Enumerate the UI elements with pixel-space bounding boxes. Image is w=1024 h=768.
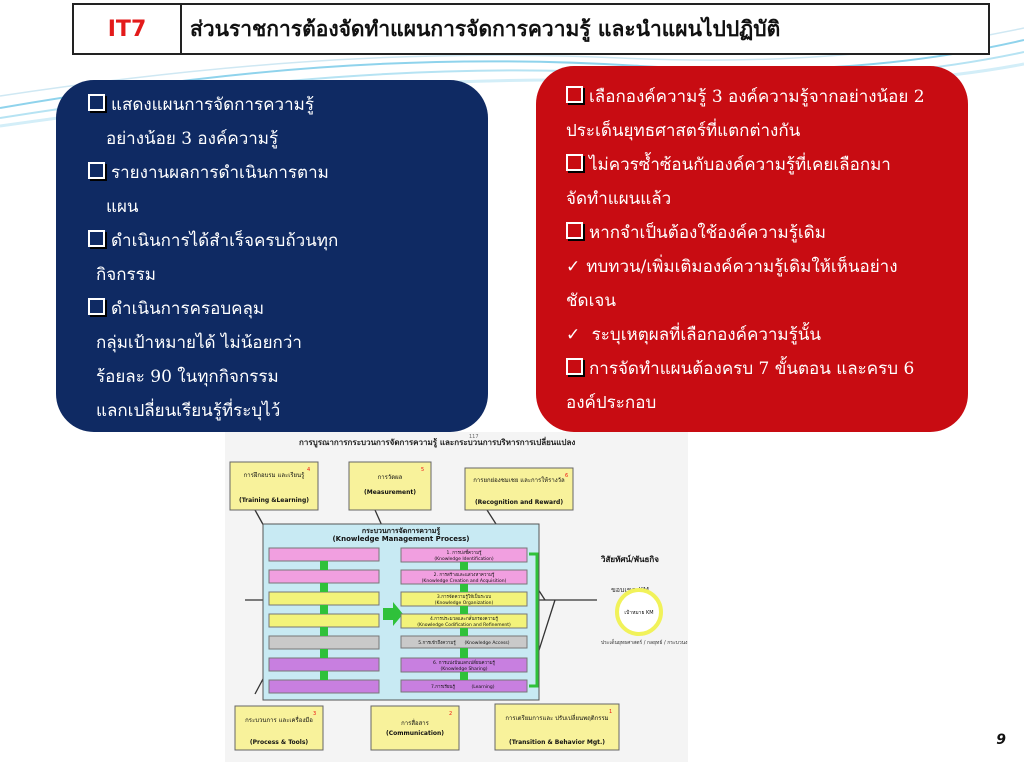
svg-text:5.การเข้าถึงความรู้: 5.การเข้าถึงความรู้ xyxy=(418,640,456,646)
svg-text:6. การแบ่งปันแลกเปลี่ยนความรู้: 6. การแบ่งปันแลกเปลี่ยนความรู้ xyxy=(433,659,496,666)
svg-text:เป้าหมาย KM: เป้าหมาย KM xyxy=(624,609,653,616)
svg-text:7.การเรียนรู้: 7.การเรียนรู้ xyxy=(431,684,456,690)
checkbox-icon xyxy=(88,162,105,179)
checkbox-icon xyxy=(566,86,583,103)
guideline-item: การจัดทำแผนต้องครบ 7 ขั้นตอน และครบ 6 อง… xyxy=(566,358,915,413)
checkbox-icon xyxy=(88,298,105,315)
guideline-item: ไม่ควรซ้ำซ้อนกับองค์ความรู้ที่เคยเลือกมา… xyxy=(566,154,891,209)
svg-text:(Knowledge Creation and Acquis: (Knowledge Creation and Acquisition) xyxy=(422,578,507,584)
svg-text:(Knowledge Organization): (Knowledge Organization) xyxy=(435,600,494,606)
diagram-title: การบูรณาการกระบวนการจัดการความรู้ และกระ… xyxy=(299,436,575,448)
vision-panel: วิสัยทัศน์/พันธกิจ ขอบเขต KM เป้าหมาย KM… xyxy=(600,554,688,646)
top-box-measurement: 5 การวัดผล (Measurement) xyxy=(348,461,432,511)
svg-text:กระบวนการ และเครื่องมือ: กระบวนการ และเครื่องมือ xyxy=(245,716,313,724)
svg-text:(Knowledge Management Process): (Knowledge Management Process) xyxy=(332,535,469,543)
indicator-code: IT7 xyxy=(74,5,182,53)
criteria-panel: แสดงแผนการจัดการความรู้ อย่างน้อย 3 องค์… xyxy=(56,80,488,432)
guideline-item: หากจำเป็นต้องใช้องค์ความรู้เดิม xyxy=(566,216,948,250)
svg-text:(Communication): (Communication) xyxy=(386,730,444,737)
checkbox-icon xyxy=(566,358,583,375)
diagram-page-tag: 117 xyxy=(469,434,479,440)
svg-text:การเตรียมการและ ปรับเปลี่ยนพฤต: การเตรียมการและ ปรับเปลี่ยนพฤติกรรม xyxy=(505,714,608,722)
svg-text:(Recognition and Reward): (Recognition and Reward) xyxy=(475,499,563,506)
criteria-item: รายงานผลการดำเนินการตาม แผน xyxy=(88,156,462,224)
checkbox-icon xyxy=(88,230,105,247)
checkbox-icon xyxy=(566,222,583,239)
svg-text:ประเด็นยุทธศาสตร์ / กลยุทธ์ /: ประเด็นยุทธศาสตร์ / กลยุทธ์ / กระบวนงาน xyxy=(601,638,688,646)
title-bar: IT7 ส่วนราชการต้องจัดทำแผนการจัดการความร… xyxy=(72,3,990,55)
guideline-panel: เลือกองค์ความรู้ 3 องค์ความรู้จากอย่างน้… xyxy=(536,66,968,432)
checkmark-icon: ✓ xyxy=(566,257,581,277)
svg-text:(Training &Learning): (Training &Learning) xyxy=(239,497,309,504)
top-box-training: 4 การฝึกอบรม และเรียนรู้ (Training &Lear… xyxy=(229,461,319,511)
svg-text:(Learning): (Learning) xyxy=(471,684,494,690)
svg-text:1: 1 xyxy=(609,709,612,715)
criteria-item: ดำเนินการได้สำเร็จครบถ้วนทุก กิจกรรม xyxy=(88,224,462,292)
svg-text:6: 6 xyxy=(565,473,568,479)
svg-text:กระบวนการจัดการความรู้: กระบวนการจัดการความรู้ xyxy=(362,526,441,536)
checkbox-icon xyxy=(566,154,583,171)
criteria-item: แสดงแผนการจัดการความรู้ อย่างน้อย 3 องค์… xyxy=(88,88,462,156)
bottom-box-communication: 2 การสื่อสาร (Communication) xyxy=(370,705,460,751)
svg-text:การสื่อสาร: การสื่อสาร xyxy=(401,719,430,727)
km-process-diagram: 117 การบูรณาการกระบวนการจัดการความรู้ แล… xyxy=(225,432,688,762)
svg-text:การฝึกอบรม และเรียนรู้: การฝึกอบรม และเรียนรู้ xyxy=(244,471,306,479)
svg-text:3.การจัดความรู้ให้เป็นระบบ: 3.การจัดความรู้ให้เป็นระบบ xyxy=(437,592,491,600)
km-process-block: กระบวนการจัดการความรู้ (Knowledge Manage… xyxy=(262,523,540,701)
guideline-item: เลือกองค์ความรู้ 3 องค์ความรู้จากอย่างน้… xyxy=(566,86,925,141)
checkmark-icon: ✓ xyxy=(566,325,581,345)
svg-text:การวัดผล: การวัดผล xyxy=(378,474,403,481)
svg-text:4: 4 xyxy=(307,467,310,473)
svg-text:(Measurement): (Measurement) xyxy=(364,489,416,496)
svg-text:5: 5 xyxy=(421,467,424,473)
svg-text:(Knowledge Codification and Re: (Knowledge Codification and Refinement) xyxy=(417,622,511,628)
page-title: ส่วนราชการต้องจัดทำแผนการจัดการความรู้ แ… xyxy=(190,16,781,41)
svg-text:4.การประมวลและกลั่นกรองความรู้: 4.การประมวลและกลั่นกรองความรู้ xyxy=(430,615,499,622)
guideline-item: ✓ ระบุเหตุผลที่เลือกองค์ความรู้นั้น xyxy=(566,325,822,345)
svg-text:วิสัยทัศน์/พันธกิจ: วิสัยทัศน์/พันธกิจ xyxy=(600,554,659,564)
svg-text:(Process & Tools): (Process & Tools) xyxy=(250,739,309,746)
svg-text:2: 2 xyxy=(449,711,452,717)
checkbox-icon xyxy=(88,94,105,111)
svg-text:3: 3 xyxy=(313,711,316,717)
top-box-recognition: 6 การยกย่องชมเชย และการให้รางวัล (Recogn… xyxy=(464,467,574,511)
svg-text:การยกย่องชมเชย และการให้รางวัล: การยกย่องชมเชย และการให้รางวัล xyxy=(473,476,565,484)
svg-text:(Knowledge Sharing): (Knowledge Sharing) xyxy=(441,666,488,672)
svg-text:(Knowledge Identification): (Knowledge Identification) xyxy=(434,556,493,562)
svg-text:(Knowledge Access): (Knowledge Access) xyxy=(464,640,509,646)
criteria-item: ดำเนินการครอบคลุม กลุ่มเป้าหมายได้ ไม่น้… xyxy=(88,292,462,428)
bottom-box-transition: 1 การเตรียมการและ ปรับเปลี่ยนพฤติกรรม (T… xyxy=(494,703,620,751)
bottom-box-process-tools: 3 กระบวนการ และเครื่องมือ (Process & Too… xyxy=(234,705,324,751)
page-number: 9 xyxy=(996,732,1006,748)
svg-text:2. การสร้างและแสวงหาความรู้: 2. การสร้างและแสวงหาความรู้ xyxy=(434,572,495,578)
step-list: 1. การบ่งชี้ความรู้ (Knowledge Identific… xyxy=(400,547,528,693)
guideline-item: ✓ทบทวน/เพิ่มเติมองค์ความรู้เดิมให้เห็นอย… xyxy=(566,257,898,311)
svg-text:(Transition & Behavior Mgt.): (Transition & Behavior Mgt.) xyxy=(509,739,605,746)
svg-text:1. การบ่งชี้ความรู้: 1. การบ่งชี้ความรู้ xyxy=(447,549,483,556)
